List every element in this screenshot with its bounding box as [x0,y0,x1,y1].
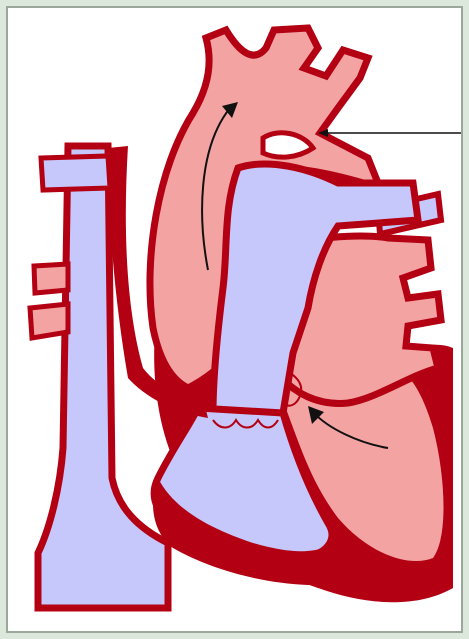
left-vessel-middle [34,264,68,293]
left-vessel-upper [41,156,110,190]
left-vessel-lower [30,304,68,338]
diagram-frame [6,6,463,633]
heart-diagram [8,8,461,631]
